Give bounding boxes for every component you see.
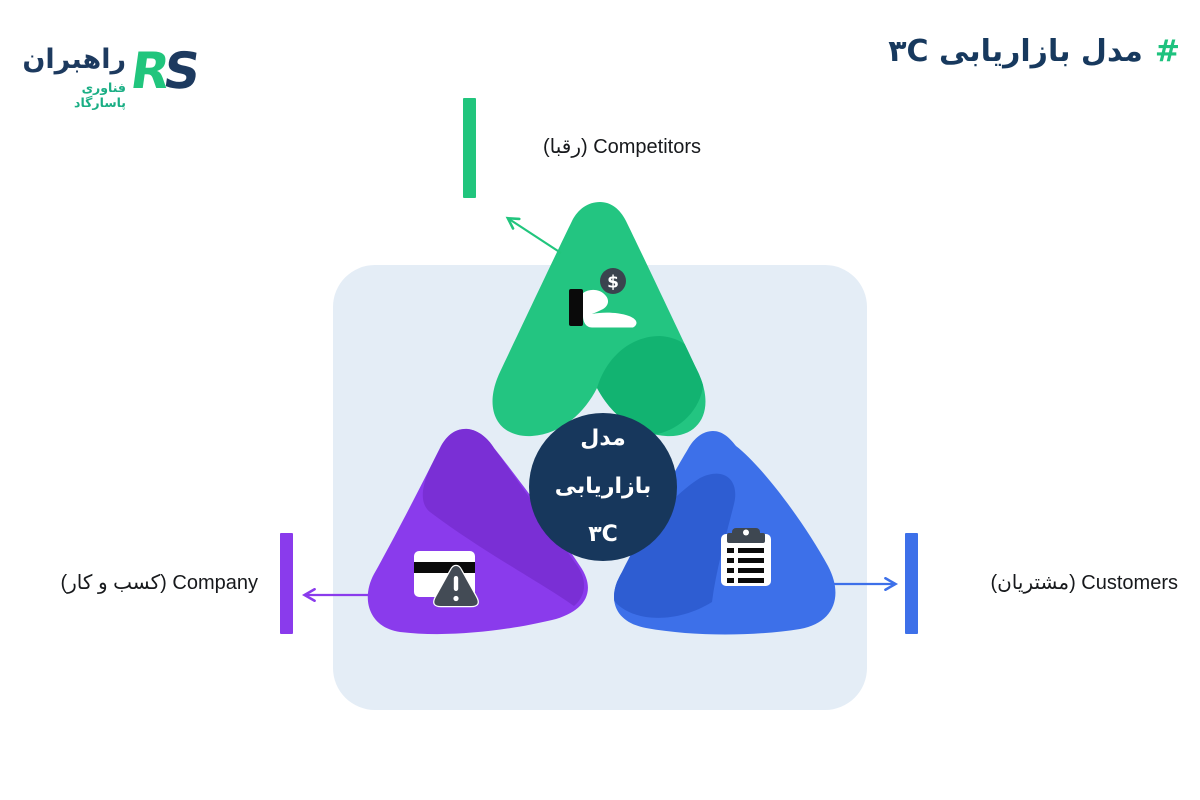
page-title-text: مدل بازاریابی ۳C xyxy=(888,34,1143,69)
dollar-badge xyxy=(600,268,626,294)
hand-receiving-money-icon: $ xyxy=(569,268,637,328)
center-circle xyxy=(529,413,677,561)
warning-exclamation-bar xyxy=(453,576,459,591)
customers-triangle-fold xyxy=(614,473,736,618)
logo-letter-r: R xyxy=(128,41,174,100)
dollar-sign: $ xyxy=(607,273,619,293)
competitors-triangle-fold xyxy=(597,336,704,436)
center-line-2: بازاریابی xyxy=(554,473,652,499)
center-circle-label: مدل بازاریابی ۳C xyxy=(529,426,677,547)
credit-card-alert-icon xyxy=(414,551,479,608)
customers-label: Customers (مشتریان) xyxy=(990,572,1178,594)
company-triangle-fold xyxy=(422,428,585,606)
company-marker-bar xyxy=(280,533,293,634)
customers-marker-bar xyxy=(905,533,918,634)
clipboard-list-lines xyxy=(727,548,764,583)
company-label: Company (کسب و کار) xyxy=(60,572,258,594)
logo-letter-s: S xyxy=(160,41,204,100)
clipboard-checklist-icon xyxy=(721,528,771,586)
node-competitors-shape: $ xyxy=(492,202,706,437)
logo-rs-monogram-icon: R S xyxy=(128,41,204,100)
logo-name: راهبران xyxy=(22,44,126,75)
credit-card-stripe xyxy=(414,562,475,573)
competitors-marker-bar xyxy=(463,98,476,198)
hashtag-accent: # xyxy=(1154,34,1180,69)
warning-exclamation-dot xyxy=(453,595,459,602)
page-title: # مدل بازاریابی ۳C xyxy=(888,34,1180,69)
node-company-shape xyxy=(367,428,588,635)
competitors-label: Competitors (رقبا) xyxy=(542,136,702,158)
clipboard-clip-hole xyxy=(743,529,749,536)
company-logo: راهبران فناوری پاسارگاد R S xyxy=(22,36,208,110)
center-line-1: مدل xyxy=(580,426,626,451)
hand-palm xyxy=(583,289,637,328)
hand-sleeve xyxy=(569,289,583,326)
arrow-to-competitors xyxy=(505,216,562,254)
clipboard-clip-bar xyxy=(727,533,765,543)
center-line-3: ۳C xyxy=(588,521,618,547)
logo-subtitle: فناوری پاسارگاد xyxy=(74,80,126,110)
